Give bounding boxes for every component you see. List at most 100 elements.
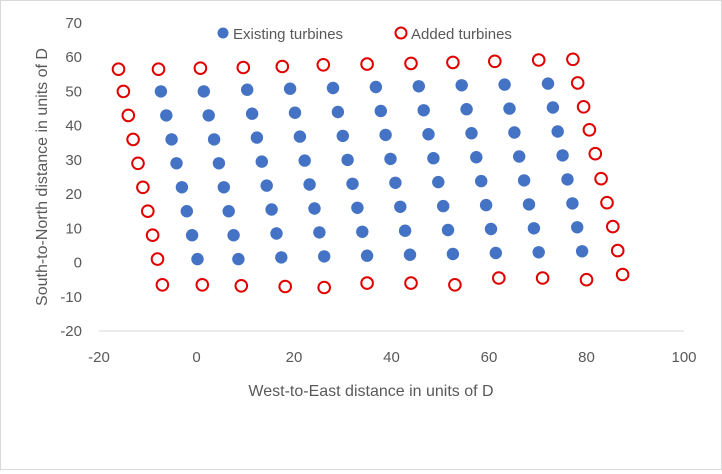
existing-turbine-point xyxy=(308,202,321,215)
existing-turbine-point xyxy=(556,149,569,162)
y-tick-label: 40 xyxy=(65,118,82,135)
existing-turbine-point xyxy=(341,153,354,167)
added-turbine-point xyxy=(615,267,630,282)
existing-turbine-point xyxy=(245,107,259,120)
y-tick-label: -10 xyxy=(60,289,82,306)
added-turbine-point xyxy=(535,271,550,285)
added-turbine-point xyxy=(582,123,597,137)
existing-turbine-point xyxy=(460,103,473,116)
added-turbine-point xyxy=(111,62,126,76)
existing-turbine-point xyxy=(384,152,397,166)
existing-turbine-point xyxy=(250,131,264,144)
added-turbine-point xyxy=(195,278,210,292)
existing-turbine-point xyxy=(288,106,302,119)
existing-turbine-point xyxy=(260,179,273,192)
existing-turbine-point xyxy=(170,157,183,170)
added-turbine-point xyxy=(606,219,620,234)
existing-turbine-point xyxy=(427,152,440,165)
existing-turbine-point xyxy=(336,129,349,143)
existing-turbine-point xyxy=(489,246,502,260)
existing-turbine-point xyxy=(437,199,450,213)
existing-turbine-point xyxy=(265,203,278,216)
existing-turbine-point xyxy=(241,83,254,96)
x-tick-label: 80 xyxy=(578,349,595,366)
added-turbine-point xyxy=(275,59,290,74)
existing-turbine-point xyxy=(379,128,392,142)
existing-turbine-point xyxy=(571,221,584,234)
legend-marker-existing xyxy=(217,27,229,39)
existing-turbine-point xyxy=(318,250,331,263)
existing-turbine-point xyxy=(360,249,374,262)
existing-turbine-point xyxy=(398,224,412,237)
x-tick-label: 100 xyxy=(671,349,696,366)
added-turbine-point xyxy=(594,171,608,186)
added-turbine-point xyxy=(446,55,460,70)
existing-turbine-point xyxy=(422,128,435,141)
y-tick-label: 70 xyxy=(65,15,82,32)
existing-turbine-point xyxy=(191,252,204,266)
existing-turbine-point xyxy=(275,251,288,264)
existing-turbine-point xyxy=(331,105,345,119)
existing-turbine-point xyxy=(566,197,579,210)
added-turbine-point xyxy=(566,52,580,67)
existing-turbine-point xyxy=(180,205,193,218)
added-turbine-point xyxy=(116,84,131,99)
added-turbine-point xyxy=(278,279,293,294)
added-turbine-point xyxy=(193,61,208,75)
added-turbine-point xyxy=(236,60,251,75)
added-turbine-point xyxy=(131,156,145,171)
existing-turbine-point xyxy=(522,198,536,211)
y-axis-title: South-to-North distance in units of D xyxy=(34,48,51,306)
added-turbine-point xyxy=(141,204,155,218)
added-turbine-point xyxy=(600,195,614,210)
existing-turbine-point xyxy=(446,247,460,261)
x-axis-title: West-to-East distance in units of D xyxy=(248,383,493,400)
existing-turbine-point xyxy=(374,104,387,118)
added-turbine-point xyxy=(150,252,165,266)
legend-marker-added xyxy=(394,26,408,40)
legend: Existing turbines Added turbines xyxy=(217,26,512,43)
added-turbine-point xyxy=(448,278,462,292)
existing-turbine-point xyxy=(546,101,560,114)
existing-turbine-point xyxy=(313,226,326,239)
x-tick-label: 40 xyxy=(383,349,400,366)
existing-turbine-point xyxy=(551,125,564,138)
existing-turbine-point xyxy=(394,200,407,213)
existing-turbine-point xyxy=(479,198,493,212)
existing-turbine-point xyxy=(222,205,235,218)
existing-turbine-point xyxy=(351,201,364,214)
existing-turbine-point xyxy=(298,154,311,167)
existing-turbine-point xyxy=(541,77,555,90)
existing-turbine-point xyxy=(293,130,307,143)
existing-turbine-point xyxy=(417,104,430,117)
existing-turbine-point xyxy=(432,175,445,189)
y-tick-label: 50 xyxy=(65,83,82,100)
existing-turbine-point xyxy=(154,85,168,98)
existing-turbine-point xyxy=(369,80,383,94)
added-turbine-point xyxy=(121,108,136,123)
existing-turbine-point xyxy=(508,126,521,139)
added-turbine-point xyxy=(145,228,160,242)
existing-turbine-point xyxy=(503,102,516,115)
existing-turbine-point xyxy=(412,80,425,93)
existing-turbine-point xyxy=(212,157,226,170)
added-turbine-point xyxy=(234,279,249,293)
existing-turbine-point xyxy=(270,227,283,240)
added-turbine-point xyxy=(360,57,374,71)
series-added-turbines xyxy=(111,52,630,295)
legend-label-existing: Existing turbines xyxy=(233,26,343,43)
existing-turbine-point xyxy=(517,174,531,187)
existing-turbine-point xyxy=(255,155,268,168)
added-turbine-point xyxy=(588,146,603,161)
existing-turbine-point xyxy=(403,248,417,261)
existing-turbine-point xyxy=(202,109,215,122)
series-existing-turbines xyxy=(154,77,589,266)
added-turbine-point xyxy=(151,62,166,76)
y-tick-label: 20 xyxy=(65,186,82,203)
existing-turbine-point xyxy=(207,133,221,146)
x-tick-label: -20 xyxy=(88,349,110,366)
existing-turbine-point xyxy=(498,78,511,91)
x-tick-label: 20 xyxy=(286,349,303,366)
